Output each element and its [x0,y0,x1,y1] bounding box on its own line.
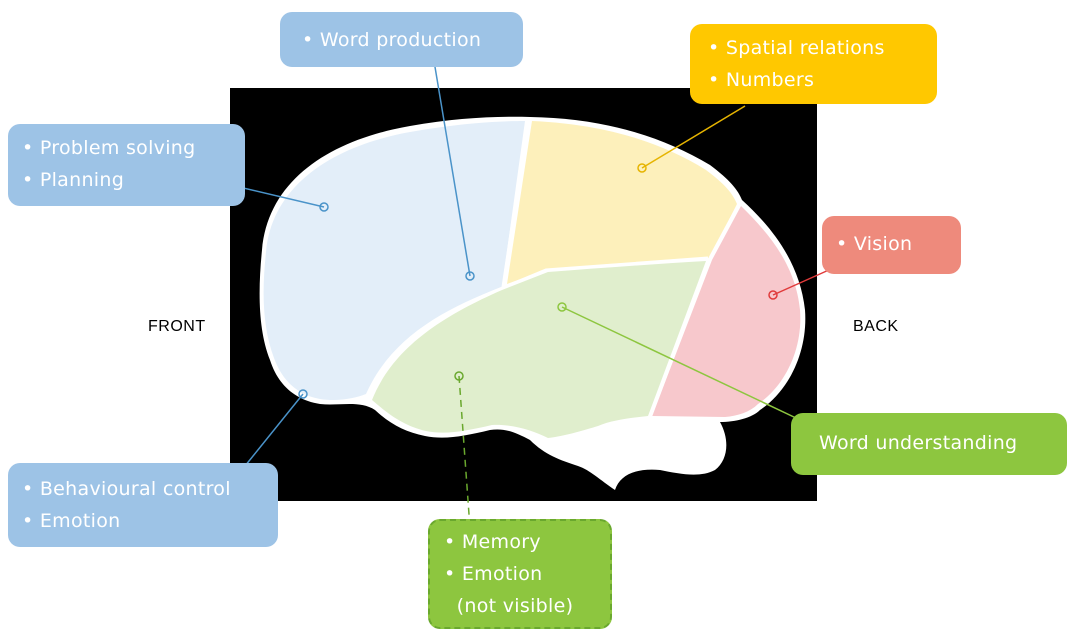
parietal-callout: • Spatial relations • Numbers [690,24,937,104]
parietal-lobe [507,121,737,284]
occipital-callout: • Vision [822,216,961,274]
parieto-occipital-sulcus [648,203,741,419]
lateral-sulcus [366,256,709,399]
parietal-item-2: • Numbers [708,69,815,91]
occipital-item-1: • Vision [836,233,913,255]
wernicke-callout: Word understanding [791,413,1067,475]
temporal-lobe [372,261,706,438]
temporal-item-1: • Memory [444,531,541,553]
back-label: BACK [853,318,899,335]
front-label: FRONT [148,318,206,335]
broca-item-1: • Word production [302,29,482,51]
wernicke-item-1: Word understanding [819,432,1018,454]
prefrontal-item-1: • Behavioural control [22,478,231,500]
temporal-callout: • Memory • Emotion (not visible) [428,519,612,629]
temporal-item-3: (not visible) [444,595,574,617]
frontal-item-2: • Planning [22,169,125,191]
frontal-lobe [263,121,525,401]
prefrontal-item-2: • Emotion [22,510,121,532]
temporal-item-2: • Emotion [444,563,543,585]
occipital-lobe [652,206,801,417]
prefrontal-callout: • Behavioural control • Emotion [8,463,278,547]
central-sulcus [501,119,530,288]
frontal-callout: • Problem solving • Planning [8,124,245,206]
parietal-item-1: • Spatial relations [708,37,885,59]
frontal-item-1: • Problem solving [22,137,196,159]
broca-callout: • Word production [280,12,523,67]
